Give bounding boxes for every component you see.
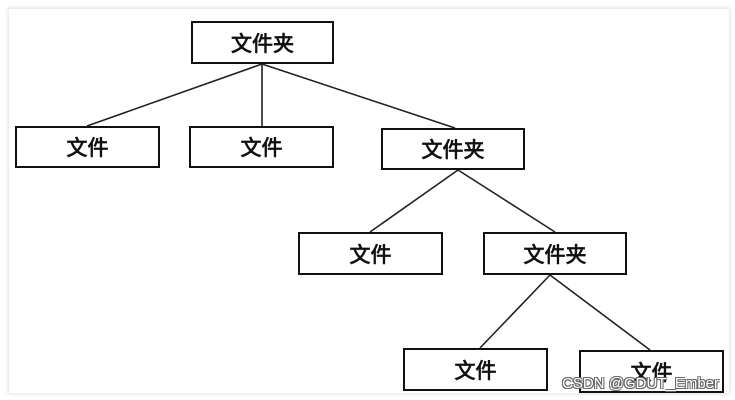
node-file-5: 文件 — [579, 350, 724, 393]
edge-folder-2-file-3 — [369, 169, 459, 233]
node-file-4: 文件 — [403, 348, 548, 391]
edge-folder-2-folder-3 — [457, 169, 556, 233]
edge-root-file-1 — [86, 63, 263, 127]
node-folder-2: 文件夹 — [381, 128, 525, 170]
node-file-1: 文件 — [15, 126, 160, 168]
edge-folder-3-file-4 — [479, 274, 551, 349]
node-file-2: 文件 — [189, 126, 334, 168]
diagram-canvas — [8, 8, 730, 394]
node-file-3: 文件 — [298, 232, 443, 275]
watermark-text: CSDN @GDUT_Ember — [562, 375, 719, 392]
edge-root-folder-2 — [261, 63, 456, 129]
node-folder-3: 文件夹 — [483, 232, 627, 275]
node-root-folder: 文件夹 — [191, 21, 334, 64]
edge-folder-3-file-5 — [549, 274, 651, 351]
